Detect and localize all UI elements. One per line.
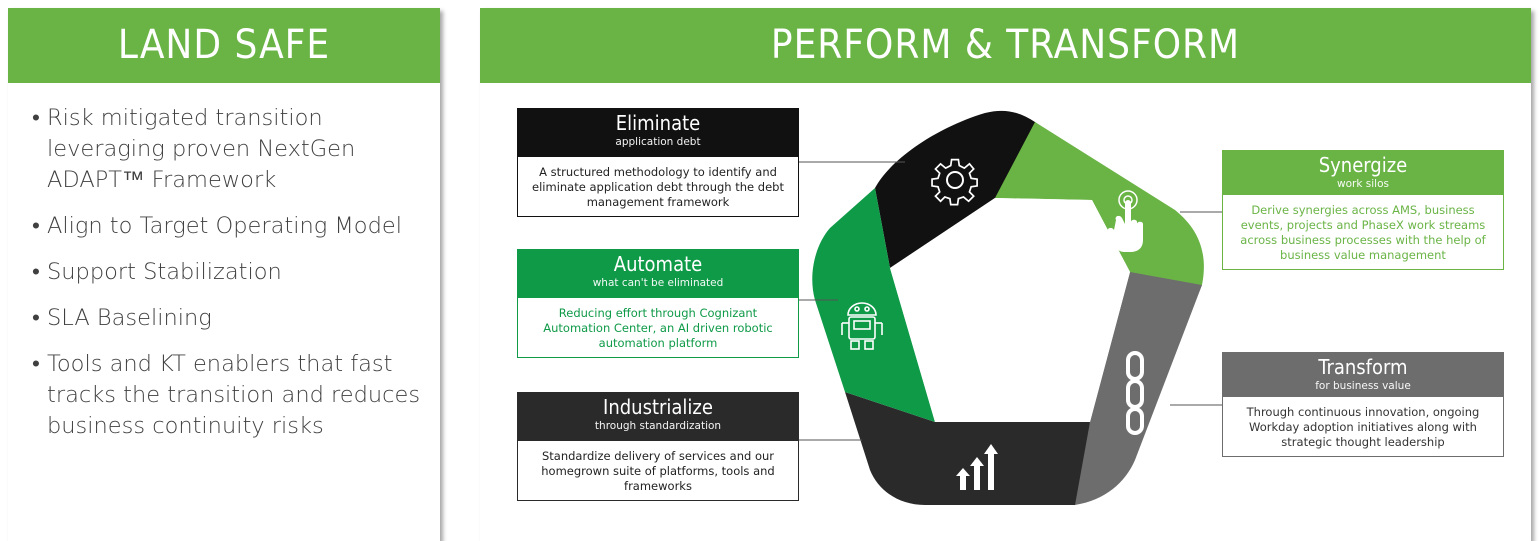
segment-industrialize <box>845 392 1090 505</box>
bullet-item: Tools and KT enablers that fast tracks t… <box>32 349 427 442</box>
touch-hand-icon <box>1107 190 1143 252</box>
transform-body: Through continuous innovation, ongoing W… <box>1246 405 1480 449</box>
eliminate-title: Eliminate <box>615 111 701 135</box>
industrialize-title: Industrialize <box>603 395 713 419</box>
pentagon-ring <box>812 110 1204 505</box>
chain-link-icon <box>1126 351 1144 435</box>
transform-box: Transform for business value Through con… <box>1222 352 1504 457</box>
land-safe-panel: LAND SAFE Risk mitigated transition leve… <box>8 8 440 541</box>
automate-subtitle: what can't be eliminated <box>592 277 724 289</box>
land-safe-title: LAND SAFE <box>8 8 440 83</box>
segment-automate <box>812 188 935 422</box>
eliminate-body: A structured methodology to identify and… <box>532 165 784 209</box>
synergize-subtitle: work silos <box>1337 178 1389 190</box>
synergize-box: Synergize work silos Derive synergies ac… <box>1222 150 1504 270</box>
automate-box: Automate what can't be eliminated Reduci… <box>517 249 799 358</box>
automate-title: Automate <box>613 252 703 276</box>
inner-pentagon <box>890 198 1130 422</box>
bullet-item: Align to Target Operating Model <box>32 211 427 242</box>
perform-transform-title: PERFORM & TRANSFORM <box>480 8 1531 83</box>
robot-icon <box>841 302 883 350</box>
industrialize-box: Industrialize through standardization St… <box>517 392 799 501</box>
eliminate-box: Eliminate application debt A structured … <box>517 108 799 217</box>
industrialize-subtitle: through standardization <box>594 420 722 432</box>
eliminate-subtitle: application debt <box>615 136 701 148</box>
transform-title: Transform <box>1318 355 1408 379</box>
industrialize-body: Standardize delivery of services and our… <box>541 449 775 493</box>
automate-header: Automate what can't be eliminated <box>518 250 798 298</box>
segment-transform <box>1070 272 1202 505</box>
bullet-item: SLA Baselining <box>32 303 427 334</box>
bullet-item: Risk mitigated transition leveraging pro… <box>32 103 427 196</box>
eliminate-header: Eliminate application debt <box>518 109 798 157</box>
automate-body: Reducing effort through Cognizant Automa… <box>543 306 773 350</box>
synergize-body: Derive synergies across AMS, business ev… <box>1240 203 1486 262</box>
transform-header: Transform for business value <box>1223 353 1503 397</box>
bullet-item: Support Stabilization <box>32 257 427 288</box>
industrialize-header: Industrialize through standardization <box>518 393 798 441</box>
synergize-title: Synergize <box>1318 153 1408 177</box>
gear-icon <box>931 158 978 206</box>
land-safe-bullet-list: Risk mitigated transition leveraging pro… <box>32 103 427 457</box>
rising-arrows-icon <box>956 444 998 490</box>
transform-subtitle: for business value <box>1315 380 1411 392</box>
synergize-header: Synergize work silos <box>1223 151 1503 195</box>
